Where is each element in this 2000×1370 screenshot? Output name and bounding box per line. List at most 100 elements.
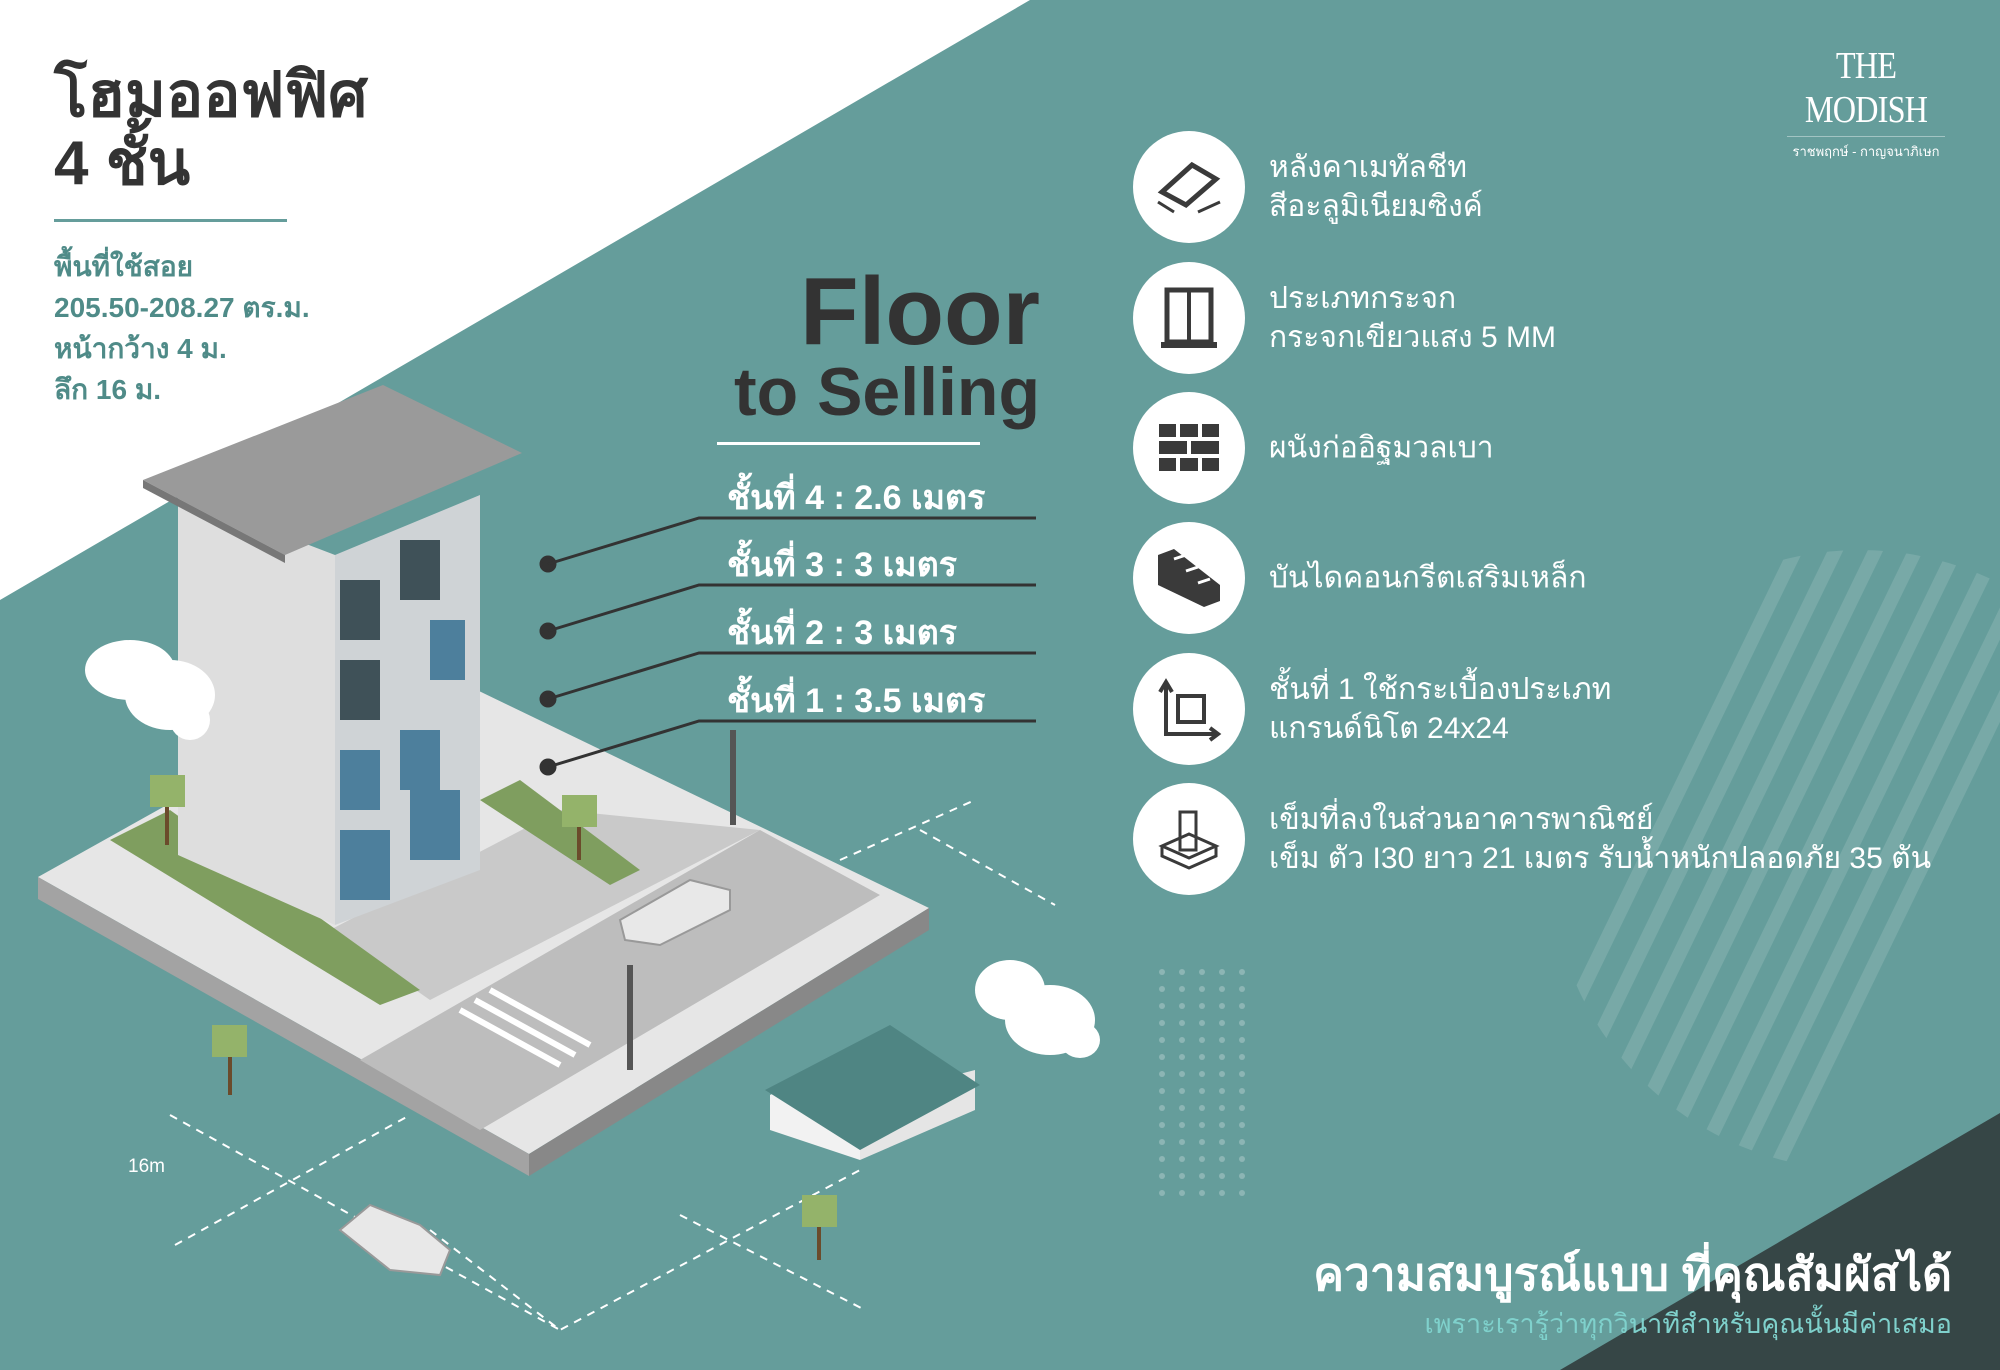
feature-title: ประเภทกระจก xyxy=(1269,282,1457,315)
street-lamp xyxy=(627,730,736,1070)
dot xyxy=(1179,1071,1185,1077)
car xyxy=(338,878,731,1277)
feature-pile: เข็มที่ลงในส่วนอาคารพาณิชย์เข็ม ตัว I30 … xyxy=(1133,783,1993,895)
title-divider xyxy=(54,219,287,222)
info-area-label: พื้นที่ใช้สอย xyxy=(54,251,194,282)
feature-title: หลังคาเมทัลชีท xyxy=(1269,151,1468,184)
dot xyxy=(1239,1139,1245,1145)
dot xyxy=(1179,1173,1185,1179)
pile-icon xyxy=(1133,783,1245,895)
dimension-label: 16m xyxy=(128,1156,165,1177)
dot xyxy=(1159,1156,1165,1162)
dot xyxy=(1219,1071,1225,1077)
floor-subheading: to Selling xyxy=(734,354,1040,430)
dot xyxy=(1159,1054,1165,1060)
feature-stairs: บันไดคอนกรีตเสริมเหล็ก xyxy=(1133,522,1993,634)
dot xyxy=(1239,969,1245,975)
dot xyxy=(1159,1037,1165,1043)
feature-wall: ผนังก่ออิฐมวลเบา xyxy=(1133,392,1993,504)
dot xyxy=(1179,1003,1185,1009)
dot xyxy=(1239,1037,1245,1043)
floor-4-height: ชั้นที่ 4 : 2.6 เมตร xyxy=(727,479,986,517)
logo-name: THE MODISH xyxy=(1804,45,1928,131)
title-line-1: โฮมออฟฟิศ xyxy=(54,61,368,130)
dot xyxy=(1199,1190,1205,1196)
floor-heading: Floor xyxy=(800,258,1040,365)
cloud xyxy=(85,640,1100,1058)
floor-1-height: ชั้นที่ 1 : 3.5 เมตร xyxy=(727,682,986,720)
feature-roof: หลังคาเมทัลชีทสีอะลูมิเนียมซิงค์ xyxy=(1133,131,1993,243)
dot xyxy=(1239,1003,1245,1009)
dot xyxy=(1239,986,1245,992)
dot xyxy=(1179,1139,1185,1145)
dot xyxy=(1179,1122,1185,1128)
dot xyxy=(1179,1037,1185,1043)
house xyxy=(765,1025,980,1160)
dot xyxy=(1159,1139,1165,1145)
feature-detail: กระจกเขียวแสง 5 MM xyxy=(1269,321,1556,354)
dot xyxy=(1159,1020,1165,1026)
feature-detail: เข็ม ตัว I30 ยาว 21 เมตร รับน้ำหนักปลอดภ… xyxy=(1269,842,1932,875)
info-depth: ลึก 16 ม. xyxy=(54,374,162,405)
window-icon xyxy=(1133,262,1245,374)
dot xyxy=(1199,986,1205,992)
floor-3-height: ชั้นที่ 3 : 3 เมตร xyxy=(727,546,958,584)
dot-grid-decoration xyxy=(1159,969,1245,1196)
tagline-sub: เพราะเรารู้ว่าทุกวินาทีสำหรับคุณนั้นมีค่… xyxy=(1424,1309,1952,1339)
dot xyxy=(1219,1037,1225,1043)
dot xyxy=(1159,986,1165,992)
dot xyxy=(1159,1003,1165,1009)
dot xyxy=(1199,1020,1205,1026)
dot xyxy=(1239,1122,1245,1128)
page-title: โฮมออฟฟิศ 4 ชั้น xyxy=(54,62,368,198)
dot xyxy=(1219,1003,1225,1009)
dot xyxy=(1179,1054,1185,1060)
dot xyxy=(1239,1190,1245,1196)
dot xyxy=(1179,986,1185,992)
dot xyxy=(1219,1105,1225,1111)
dot xyxy=(1239,1088,1245,1094)
dot xyxy=(1179,1088,1185,1094)
title-line-2: 4 ชั้น xyxy=(54,129,191,198)
roof-icon xyxy=(1133,131,1245,243)
dot xyxy=(1159,1173,1165,1179)
dot xyxy=(1199,1122,1205,1128)
feature-title: บันไดคอนกรีตเสริมเหล็ก xyxy=(1269,561,1587,595)
feature-tile: ชั้นที่ 1 ใช้กระเบื้องประเภทแกรนด์นิโต 2… xyxy=(1133,653,1993,765)
dot xyxy=(1199,1003,1205,1009)
dot xyxy=(1219,969,1225,975)
dot xyxy=(1219,1054,1225,1060)
dot xyxy=(1199,1088,1205,1094)
stairs-icon xyxy=(1133,522,1245,634)
info-area-value: 205.50-208.27 ตร.ม. xyxy=(54,292,310,323)
brand-logo: THE MODISH ราชพฤกษ์ - กาญจนาภิเษก xyxy=(1777,44,1955,162)
road xyxy=(360,830,880,1130)
dot xyxy=(1219,1020,1225,1026)
dot xyxy=(1219,986,1225,992)
dot xyxy=(1159,1122,1165,1128)
dot xyxy=(1199,1071,1205,1077)
tile-icon xyxy=(1133,653,1245,765)
dot xyxy=(1239,1054,1245,1060)
dark-corner xyxy=(1560,1113,2000,1370)
dot xyxy=(1199,1156,1205,1162)
brick-wall-icon xyxy=(1133,392,1245,504)
feature-title: ผนังก่ออิฐมวลเบา xyxy=(1269,431,1494,465)
dot xyxy=(1239,1020,1245,1026)
dot xyxy=(1179,969,1185,975)
tree xyxy=(150,775,837,1260)
dot xyxy=(1159,1105,1165,1111)
dot xyxy=(1239,1105,1245,1111)
dot xyxy=(1159,1071,1165,1077)
dot xyxy=(1239,1156,1245,1162)
dot xyxy=(1199,1173,1205,1179)
dot xyxy=(1179,1105,1185,1111)
building xyxy=(143,385,522,925)
floor-2-height: ชั้นที่ 2 : 3 เมตร xyxy=(727,614,958,652)
dot xyxy=(1159,1190,1165,1196)
dot xyxy=(1199,969,1205,975)
dot xyxy=(1179,1190,1185,1196)
dot xyxy=(1159,969,1165,975)
dot xyxy=(1179,1020,1185,1026)
